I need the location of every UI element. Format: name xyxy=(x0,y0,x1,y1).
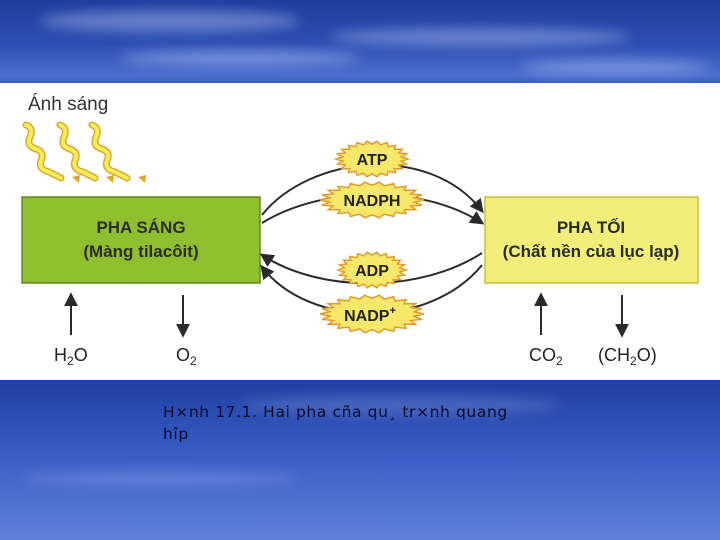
light-label: Ánh sáng xyxy=(28,94,108,115)
sky-streak xyxy=(520,60,710,74)
atp-burst xyxy=(333,140,411,178)
ch2o-label: (CH2O) xyxy=(598,345,657,368)
light-arrowhead-icon xyxy=(72,175,80,183)
nadp-burst xyxy=(319,294,425,334)
dark-phase-box xyxy=(484,196,699,284)
sky-streak xyxy=(120,50,360,66)
light-phase-subtitle: (Màng tilacôit) xyxy=(83,242,198,261)
sky-streak xyxy=(40,10,300,32)
dark-phase-subtitle: (Chất nền của lục lạp) xyxy=(503,242,680,261)
o2-label: O2 xyxy=(176,345,197,368)
caption-line-1: H×nh 17.1. Hai pha cña qu¸ tr×nh quang xyxy=(163,403,508,421)
nadph-label: NADPH xyxy=(344,193,401,210)
nadph-burst xyxy=(319,181,425,219)
light-phase-title: PHA SÁNG xyxy=(96,218,185,237)
adp-label: ADP xyxy=(355,263,389,280)
dark-phase-title: PHA TỐI xyxy=(557,217,625,237)
light-arrowhead-icon xyxy=(138,175,146,183)
sea-streak xyxy=(240,395,560,415)
nadp-label: NADP+ xyxy=(344,305,396,325)
h2o-label: H2O xyxy=(54,345,88,368)
photosynthesis-diagram: Ánh sáng PHA SÁNG (Màng tilacôit) PHA TỐ… xyxy=(21,94,699,368)
light-arrowhead-icon xyxy=(106,175,114,183)
co2-label: CO2 xyxy=(529,345,563,368)
sea-streak xyxy=(20,470,300,486)
figure-caption: H×nh 17.1. Hai pha cña qu¸ tr×nh quang h… xyxy=(163,401,543,445)
light-phase-box xyxy=(21,196,261,284)
sky-streak xyxy=(330,28,630,46)
caption-line-2: hîp xyxy=(163,425,189,443)
adp-burst xyxy=(335,251,409,289)
atp-label: ATP xyxy=(357,152,388,169)
